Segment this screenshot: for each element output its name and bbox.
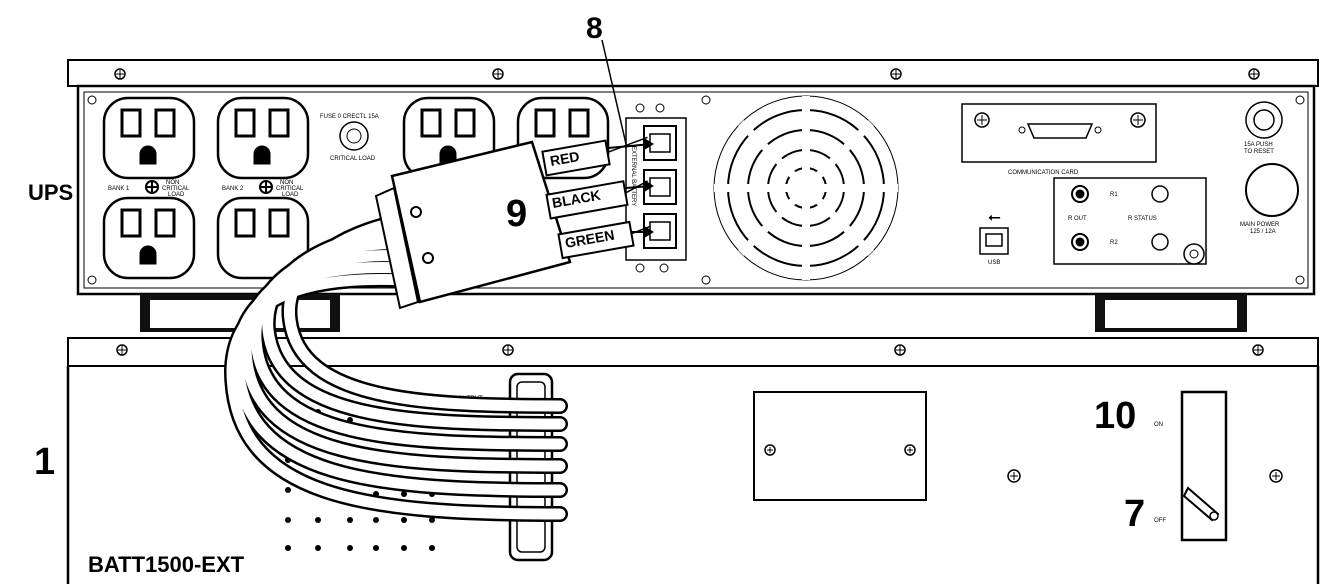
- svg-text:MAIN POWER: MAIN POWER: [1240, 222, 1280, 228]
- svg-text:R OUT: R OUT: [1068, 216, 1087, 222]
- svg-text:R1: R1: [1110, 192, 1118, 198]
- lead-red: [541, 136, 648, 177]
- svg-text:LOAD: LOAD: [168, 192, 185, 198]
- outlet: [102, 196, 196, 280]
- svg-text:CRITICAL LOAD: CRITICAL LOAD: [330, 156, 376, 162]
- svg-text:NON: NON: [166, 180, 179, 186]
- external-battery-ports: EXTERNAL BATTERY: [625, 103, 687, 273]
- svg-text:R STATUS: R STATUS: [1128, 216, 1157, 222]
- svg-text:15A PUSH: 15A PUSH: [1244, 142, 1273, 148]
- access-cover: [753, 391, 1283, 501]
- svg-text:CRITICAL: CRITICAL: [162, 186, 190, 192]
- relay-block: R1 R2 R OUT R STATUS: [1053, 177, 1207, 265]
- battery-model-label: BATT1500-EXT: [88, 552, 245, 577]
- main-power-block: 15A PUSH TO RESET MAIN POWER 125 / 12A: [1240, 101, 1299, 235]
- svg-text:BANK 2: BANK 2: [222, 186, 244, 192]
- bank-labels: BANK 1 NON CRITICAL LOAD BANK 2 NON CRIT…: [108, 114, 379, 198]
- svg-text:CRITICAL: CRITICAL: [276, 186, 304, 192]
- outlet: [102, 96, 196, 180]
- switch-off-label: OFF: [1154, 518, 1166, 524]
- communication-card-slot: COMMUNICATION CARD: [961, 103, 1157, 176]
- svg-text:125 / 12A: 125 / 12A: [1250, 229, 1276, 235]
- outlet: [216, 96, 310, 180]
- battery-cable-connector: [374, 136, 654, 310]
- usb-icon: ⭠: [988, 207, 1001, 226]
- svg-text:EXTERNAL BATTERY: EXTERNAL BATTERY: [630, 146, 636, 206]
- svg-text:R2: R2: [1110, 240, 1118, 246]
- fan-grille: [713, 95, 899, 281]
- ups-label: UPS: [28, 180, 73, 205]
- cable-bundle: [223, 212, 568, 522]
- usb-port: ⭠ USB: [979, 207, 1009, 266]
- callout-10: 10: [1094, 395, 1136, 437]
- callout-1: 1: [34, 441, 55, 483]
- switch-on-label: ON: [1154, 422, 1163, 428]
- svg-text:NON: NON: [280, 180, 293, 186]
- svg-text:TO RESET: TO RESET: [1244, 149, 1274, 155]
- svg-text:FUSE 0 CRECTL 15A: FUSE 0 CRECTL 15A: [320, 114, 379, 120]
- outlet: [216, 196, 310, 280]
- svg-text:COMMUNICATION CARD: COMMUNICATION CARD: [1008, 170, 1079, 176]
- callout-8: 8: [586, 12, 603, 45]
- svg-text:LOAD: LOAD: [282, 192, 299, 198]
- svg-text:USB: USB: [988, 260, 1000, 266]
- svg-text:BANK 1: BANK 1: [108, 186, 130, 192]
- callout-9: 9: [506, 193, 527, 235]
- red-lead-label: RED: [549, 148, 581, 169]
- callout-7: 7: [1124, 493, 1145, 535]
- battery-breaker-switch: [1180, 390, 1228, 542]
- callout-8-leader: [601, 39, 627, 145]
